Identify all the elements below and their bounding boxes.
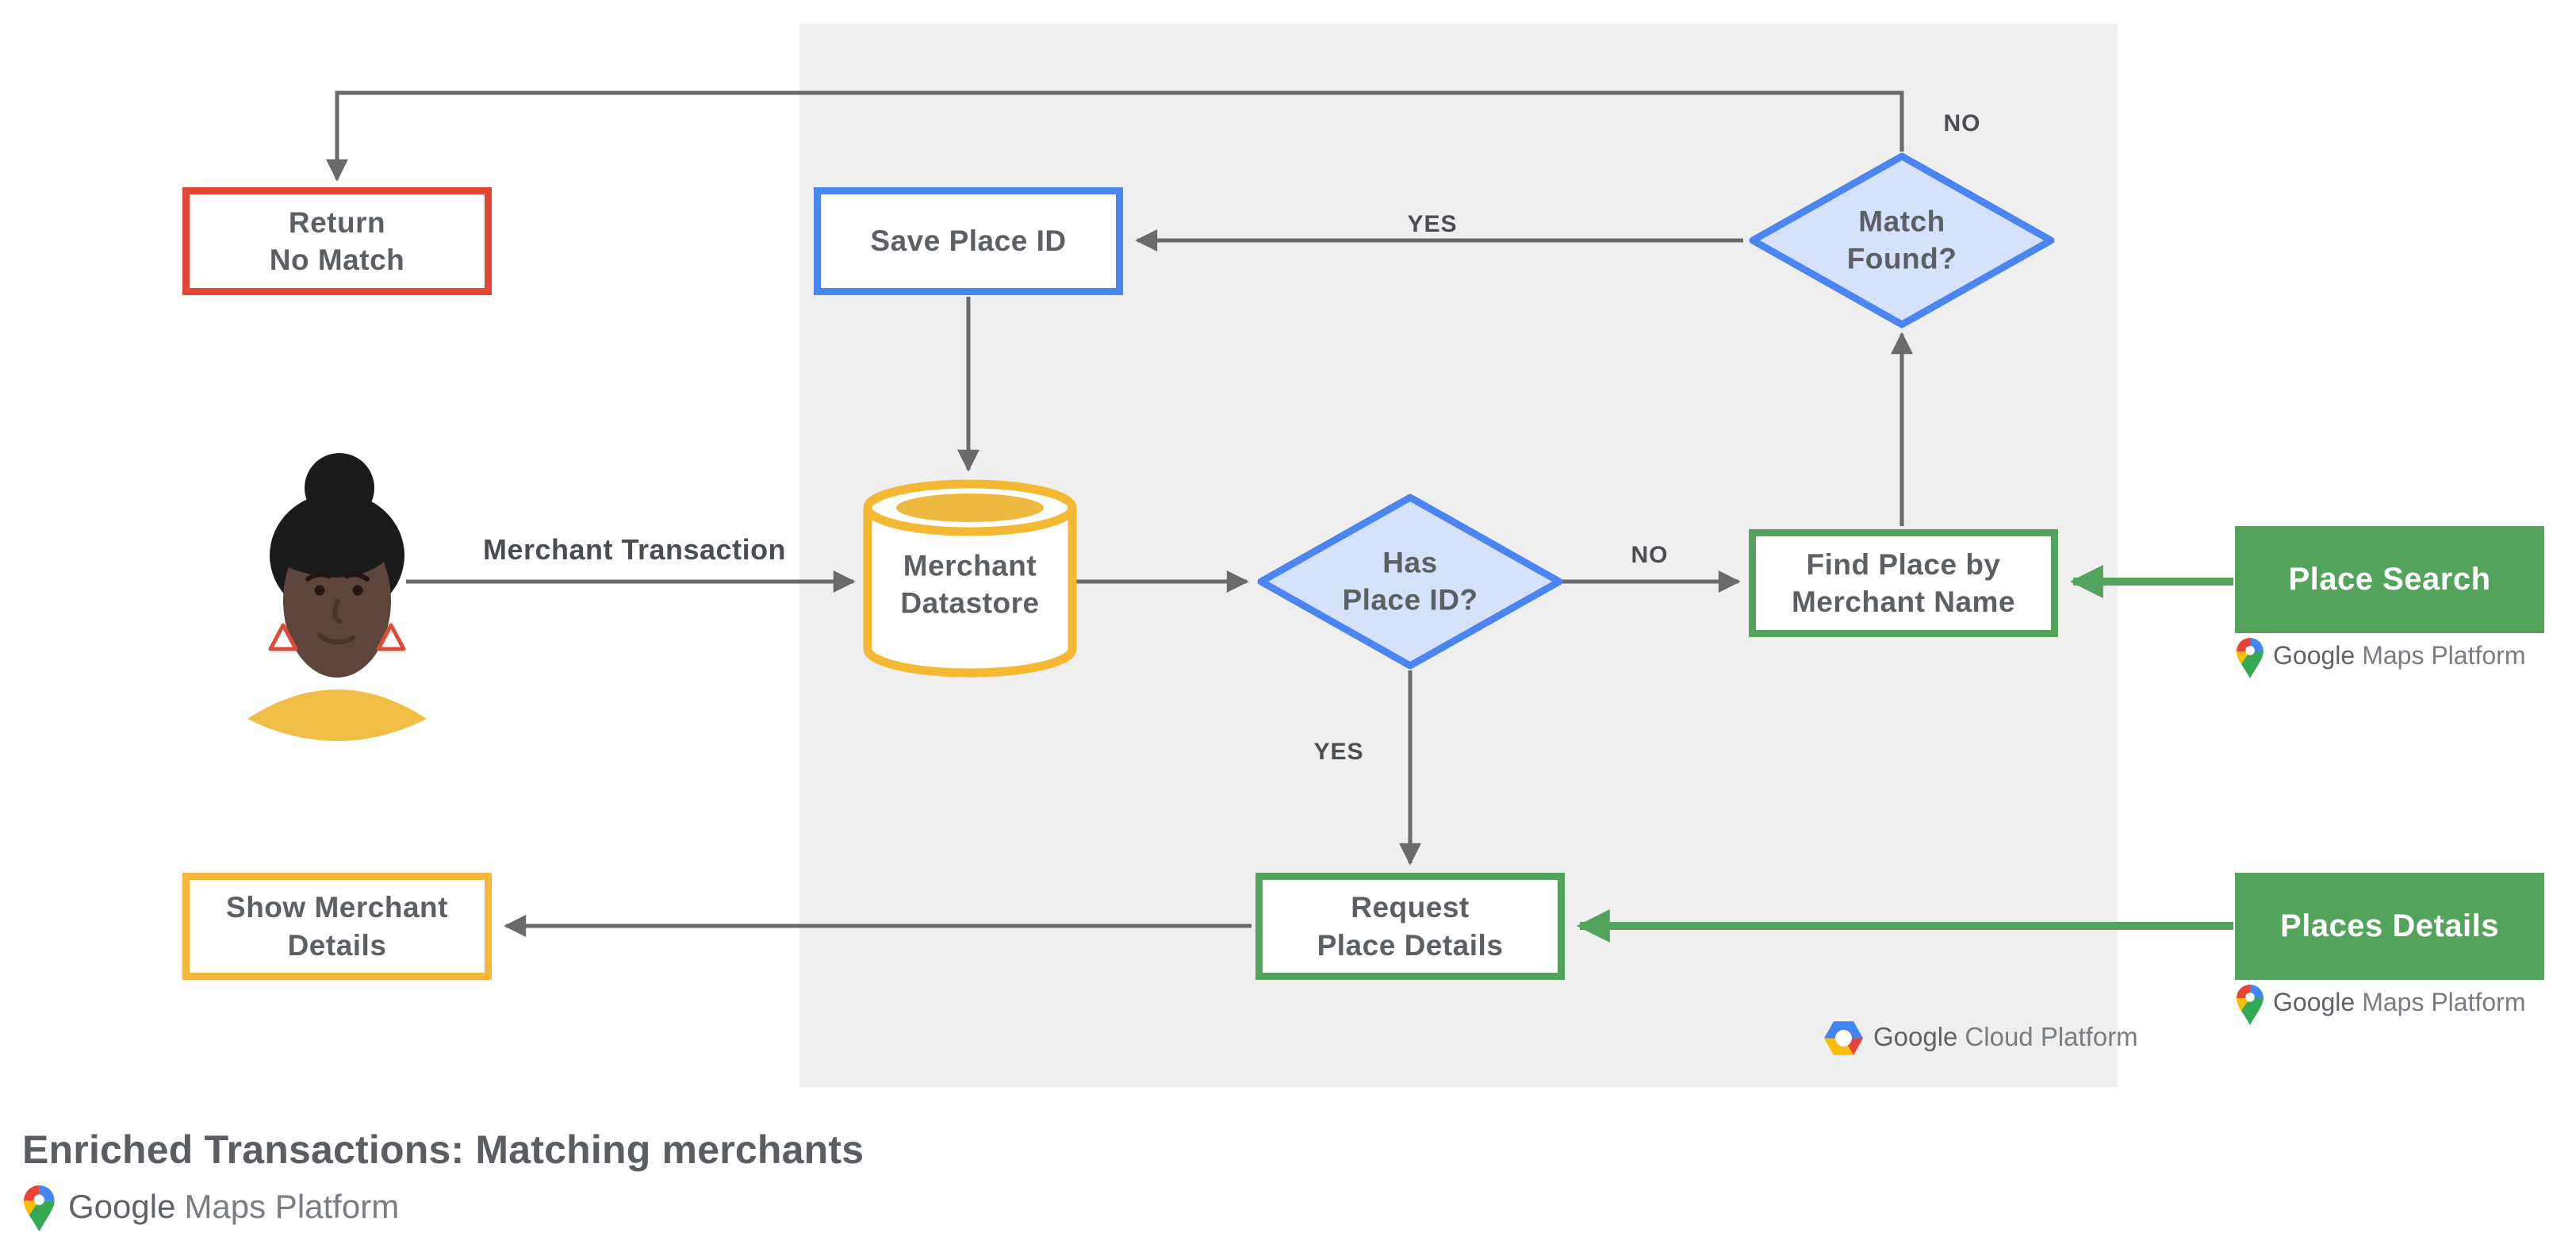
diagram-title: Enriched Transactions: Matching merchant… (22, 1127, 864, 1172)
avatar-shirt (247, 689, 427, 741)
map-pin-icon (2237, 985, 2264, 1025)
map-pin-icon (24, 1185, 55, 1232)
logo-product-text: Cloud Platform (1965, 1022, 2138, 1051)
logo-product-text: Maps Platform (2362, 641, 2526, 670)
merchant-user-avatar (247, 453, 427, 741)
node-show-merchant-details: Show Merchant Details (182, 873, 492, 980)
node-label: Merchant Name (1791, 586, 2016, 618)
gcp-hexagon-icon (1824, 1021, 1863, 1055)
match-found-diamond (1749, 152, 2055, 328)
node-label: Request (1351, 891, 1470, 924)
google-maps-platform-logo: Google Maps Platform (2262, 641, 2525, 670)
node-return-no-match: Return No Match (182, 187, 492, 295)
has-place-id-diamond (1257, 494, 1563, 670)
node-place-search-api: Place Search (2235, 526, 2544, 633)
node-places-details-api: Places Details (2235, 873, 2544, 980)
edge-label-yes-top: YES (1407, 211, 1458, 237)
avatar-bangs (283, 517, 390, 578)
merchant-datastore-cylinder (863, 479, 1077, 678)
node-label: Return (288, 205, 386, 239)
logo-google-text: Google (2273, 988, 2356, 1016)
logo-google-text: Google (2273, 641, 2356, 670)
google-cloud-platform-logo: Google Cloud Platform (1862, 1022, 2138, 1052)
node-label: Show Merchant (226, 891, 448, 924)
avatar-earring-left (268, 623, 298, 651)
logo-product-text: Maps Platform (184, 1188, 400, 1225)
merchant-datastore-label: Merchant Datastore (900, 549, 1040, 620)
node-find-place-by-merchant-name: Find Place by Merchant Name (1749, 529, 2058, 637)
node-save-place-id: Save Place ID (814, 187, 1123, 295)
merchant-transaction-label: Merchant Transaction (482, 533, 787, 566)
node-label: No Match (269, 244, 405, 276)
node-request-place-details: Request Place Details (1255, 873, 1565, 980)
match-found-label: Match Found? (1846, 205, 1957, 275)
node-label: Find Place by (1806, 547, 2001, 581)
logo-product-text: Maps Platform (2362, 988, 2526, 1016)
green-connectors (1576, 565, 2233, 943)
avatar-earring-right (376, 623, 406, 651)
node-label: Details (287, 928, 387, 962)
google-maps-platform-logo: Google Maps Platform (2262, 988, 2525, 1017)
arrow-no-to-returnnomatch (326, 90, 1904, 182)
has-place-id-label: Has Place ID? (1342, 546, 1478, 616)
edge-label-yes-mid: YES (1313, 739, 1364, 765)
edge-label-no-top: NO (1943, 110, 1981, 136)
node-label: Places Details (2279, 908, 2500, 943)
google-maps-platform-logo-footer: Google Maps Platform (52, 1188, 399, 1226)
logo-google-text: Google (68, 1188, 176, 1225)
node-label: Place Search (2288, 561, 2491, 597)
edge-label-no-mid: NO (1631, 542, 1669, 568)
cylinder-inner-ellipse (896, 494, 1044, 522)
gray-connectors (326, 90, 1913, 937)
map-pin-icon (2237, 638, 2264, 678)
logo-google-text: Google (1873, 1022, 1958, 1051)
node-label: Save Place ID (870, 225, 1067, 258)
node-label: Place Details (1317, 928, 1504, 962)
